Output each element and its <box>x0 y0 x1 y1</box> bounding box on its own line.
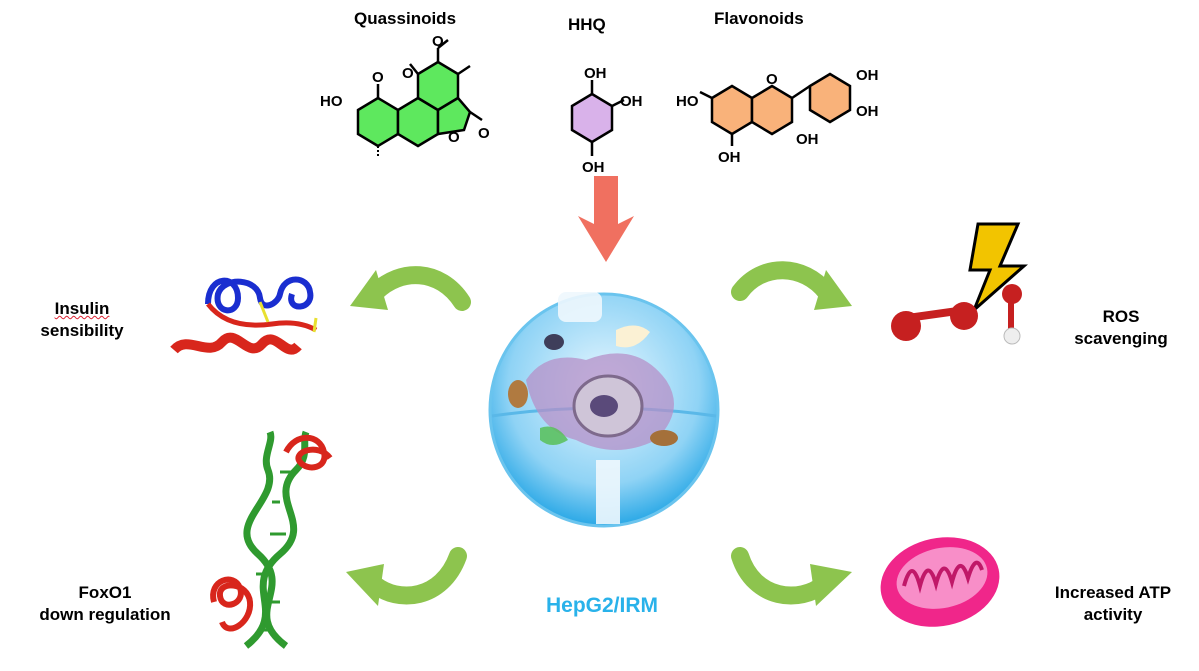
arrow-to-ros <box>731 261 852 310</box>
atp-label-line1: Increased ATP <box>1054 583 1172 602</box>
atp-label-line2: activity <box>1083 605 1143 624</box>
quassinoid-oxygen-methoxy: O <box>432 33 444 50</box>
insulin-sensibility-label: Insulin sensibility <box>22 298 142 342</box>
hydrogen-atom <box>1003 327 1021 345</box>
foxo1-label-line1: FoxO1 <box>78 583 132 602</box>
flavonoid-structure: HO O OH OH OH OH <box>676 67 879 166</box>
input-down-arrow <box>578 176 634 262</box>
flavonoid-ring-oxygen: O <box>766 71 778 88</box>
quassinoid-oxygen-ketone-1: O <box>372 69 384 86</box>
foxo1-dna-structure <box>210 430 333 649</box>
lightning-icon <box>968 222 1028 312</box>
hhq-structure: OH OH OH <box>570 65 643 176</box>
hepg2-cell-illustration <box>488 292 720 528</box>
flavonoid-hydroxyl-a5: OH <box>718 149 741 166</box>
insulin-protein-structure <box>170 276 318 355</box>
quassinoid-oxygen-carbonyl: O <box>478 125 490 142</box>
ros-molecules <box>891 222 1028 345</box>
increased-atp-label: Increased ATP activity <box>1038 582 1188 626</box>
arrow-to-insulin <box>350 266 471 311</box>
ros-scavenging-label: ROS scavenging <box>1066 306 1176 350</box>
quassinoids-title: Quassinoids <box>354 9 457 28</box>
mitochondrion-illustration <box>880 537 1000 627</box>
arrow-to-foxo1 <box>346 547 467 606</box>
oxygen-atom-3 <box>1002 284 1022 304</box>
foxo1-down-regulation-label: FoxO1 down regulation <box>20 582 190 626</box>
flavonoid-hydroxyl-b4: OH <box>856 103 879 120</box>
hhq-hydroxyl-2: OH <box>620 93 643 110</box>
flavonoids-title: Flavonoids <box>714 9 804 28</box>
hhq-title: HHQ <box>568 15 606 34</box>
flavonoid-hydroxyl-c3: OH <box>796 131 819 148</box>
quassinoid-structure: O O O HO O O <box>320 33 490 158</box>
quassinoid-oxygen-ketone-2: O <box>402 65 414 82</box>
hhq-hydroxyl-1: OH <box>584 65 607 82</box>
ros-label-line1: ROS <box>1102 307 1140 326</box>
quassinoid-hydroxyl: HO <box>320 93 343 110</box>
arrow-to-atp <box>731 547 852 606</box>
foxo1-label-line2: down regulation <box>39 605 171 624</box>
hhq-hydroxyl-3: OH <box>582 159 605 176</box>
oxygen-atom-1 <box>891 311 921 341</box>
flavonoid-hydroxyl-a7: HO <box>676 93 699 110</box>
oxygen-atom-2 <box>950 302 978 330</box>
insulin-label-line2: sensibility <box>40 321 124 340</box>
hepg2-irm-label: HepG2/IRM <box>546 594 659 617</box>
quassinoid-oxygen-lactone: O <box>448 129 460 146</box>
insulin-label-line1: Insulin <box>54 299 110 318</box>
flavonoid-hydroxyl-b3: OH <box>856 67 879 84</box>
ros-label-line2: scavenging <box>1074 329 1168 348</box>
